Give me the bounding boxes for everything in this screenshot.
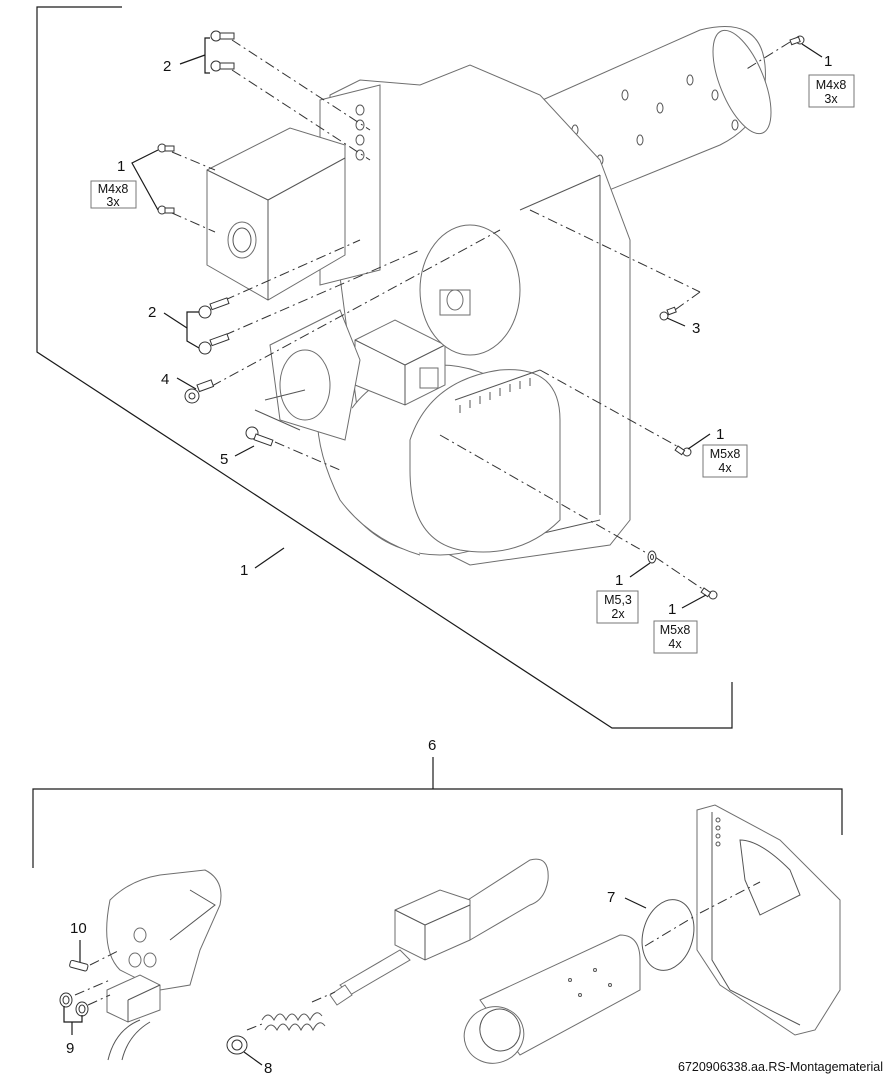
- callout-10: 10: [70, 920, 87, 937]
- assembly-6-bracket: 6: [32, 737, 843, 868]
- washer-icon: [647, 550, 657, 564]
- callout-4: 4: [161, 371, 169, 388]
- spec-box-washer: [596, 590, 639, 624]
- nozzle-holder-block: [74, 869, 222, 1061]
- callout-5: 5: [220, 451, 228, 468]
- mounting-flange-plate: [696, 804, 841, 1036]
- spec-box-bottom-right: [653, 620, 698, 654]
- spec-box-left: [90, 180, 137, 209]
- spec-size: M5x8: [710, 447, 741, 461]
- screw-icon: [198, 297, 230, 319]
- spec-box-mid-right: [702, 444, 748, 478]
- callout-2: 2: [163, 58, 171, 75]
- socket-screw-icon: [184, 379, 215, 404]
- callout-3: 3: [692, 320, 700, 337]
- screw-icon: [210, 30, 235, 42]
- spec-box-top-right: [808, 74, 855, 108]
- screw-icon: [245, 426, 274, 447]
- spec-qty: 3x: [824, 92, 838, 106]
- callout-1: 1: [824, 53, 832, 70]
- fasteners-assembly-1: [157, 30, 805, 600]
- callout-8: 8: [264, 1060, 272, 1077]
- callout-1-assembly: 1: [240, 562, 248, 579]
- screw-icon: [789, 35, 805, 46]
- spec-qty: 2x: [611, 607, 625, 621]
- screw-icon: [659, 306, 677, 321]
- callout-7: 7: [607, 889, 615, 906]
- callout-6: 6: [428, 737, 436, 754]
- spec-qty: 3x: [106, 195, 120, 209]
- spec-qty: 4x: [668, 637, 682, 651]
- blast-tube-inner: [463, 934, 641, 1064]
- seal-ring-part-8: 8: [226, 1035, 272, 1077]
- callouts-assembly-1: 2 1 M4x8 3x 2 4 5 1 M4x8 3x 3 1 M5x8 4x …: [90, 37, 855, 654]
- callout-2: 2: [148, 304, 156, 321]
- spec-size: M5x8: [660, 623, 691, 637]
- assembly-lines: [171, 39, 791, 595]
- clip-part-10: [69, 959, 89, 972]
- screw-icon: [198, 333, 230, 355]
- o-ring-part-7: 7: [607, 889, 701, 971]
- callouts-assembly-6: 10 9: [63, 920, 87, 1057]
- callout-1: 1: [615, 572, 623, 589]
- screw-icon: [210, 60, 235, 72]
- burner-housing: [206, 26, 772, 566]
- screw-icon: [157, 205, 175, 215]
- callout-1: 1: [117, 158, 125, 175]
- spring-part: [246, 991, 336, 1032]
- spec-size: M4x8: [98, 182, 129, 196]
- spec-qty: 4x: [718, 461, 732, 475]
- assembly-1-bracket: [36, 6, 733, 729]
- document-id: 6720906338.aa.RS-Montagematerial: [678, 1060, 883, 1074]
- screw-icon: [674, 445, 692, 457]
- spec-size: M4x8: [816, 78, 847, 92]
- callout-1: 1: [668, 601, 676, 618]
- screw-icon: [700, 587, 718, 600]
- nuts-part-9: [59, 992, 89, 1017]
- callout-1: 1: [716, 426, 724, 443]
- nozzle-preheater: [329, 858, 549, 1006]
- spec-size: M5,3: [604, 593, 632, 607]
- callout-9: 9: [66, 1040, 74, 1057]
- screw-icon: [157, 143, 175, 153]
